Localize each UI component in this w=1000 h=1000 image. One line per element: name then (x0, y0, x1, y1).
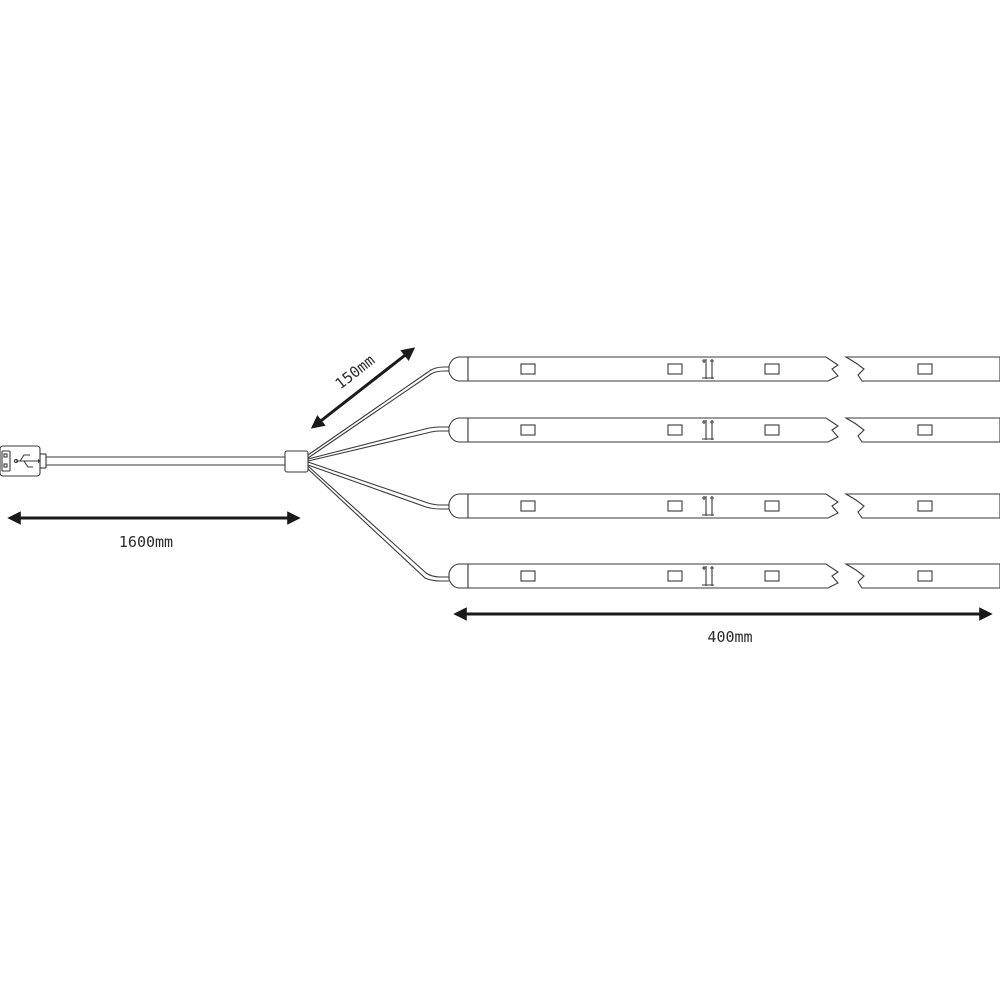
solder-pad-marks (702, 496, 714, 516)
strip-segment (467, 356, 839, 382)
led-chip (917, 424, 933, 436)
led-chip (917, 570, 933, 582)
led-chip (520, 500, 536, 512)
led-chip (667, 500, 683, 512)
led-chip (667, 570, 683, 582)
led-chip (917, 363, 933, 375)
usb-plug (0, 445, 47, 477)
strip-segment-end (844, 563, 1000, 589)
led-chip (520, 424, 536, 436)
led-strip (448, 563, 1000, 589)
strip-end-cap (448, 493, 469, 519)
main-cable-dimension: 1600mm (7, 511, 301, 551)
solder-pad-marks (702, 359, 714, 379)
led-chip (917, 500, 933, 512)
solder-pad-marks (702, 566, 714, 586)
led-strip (448, 417, 1000, 443)
splitter-box (284, 450, 309, 473)
strip-segment-end (844, 356, 1000, 382)
strip-segment-end (844, 417, 1000, 443)
usb-icon (13, 454, 41, 468)
branch-cable-length-label: 150mm (332, 351, 379, 393)
led-chip (667, 424, 683, 436)
led-chip (764, 424, 780, 436)
led-chip (520, 363, 536, 375)
strip-end-cap (448, 417, 469, 443)
led-chip (764, 570, 780, 582)
led-chip (764, 363, 780, 375)
strip-segment (467, 493, 839, 519)
strip-segment (467, 563, 839, 589)
main-cable-length-label: 1600mm (119, 533, 173, 551)
strip-end-cap (448, 356, 469, 382)
strip-segment-end (844, 493, 1000, 519)
led-strip (448, 493, 1000, 519)
strip-segment (467, 417, 839, 443)
branch-cable-dimension: 150mm (310, 347, 416, 429)
branch-cables (307, 366, 449, 582)
strip-length-dimension: 400mm (453, 607, 993, 646)
solder-pad-marks (702, 420, 714, 440)
led-strip (448, 356, 1000, 382)
led-chip (764, 500, 780, 512)
strip-length-label: 400mm (707, 628, 752, 646)
led-strips (448, 356, 1000, 589)
strip-end-cap (448, 563, 469, 589)
led-chip (520, 570, 536, 582)
led-chip (667, 363, 683, 375)
main-cable (46, 456, 285, 466)
